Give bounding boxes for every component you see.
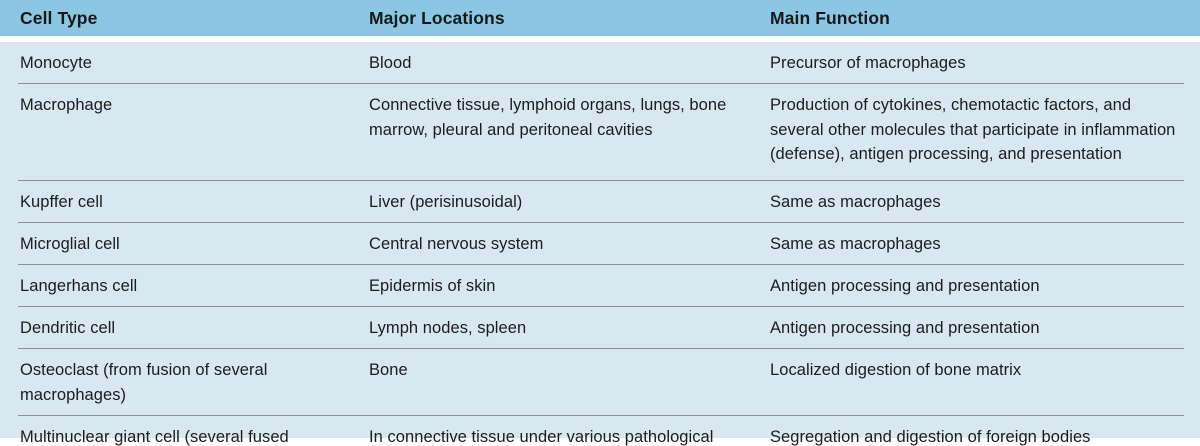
table-row: Langerhans cell Epidermis of skin Antige… (0, 265, 1200, 307)
row-separator (18, 306, 1184, 307)
table-cell-cell-type: Multinuclear giant cell (several fused m… (20, 428, 289, 446)
column-header-cell-type: Cell Type (20, 8, 98, 28)
table-cell-major-locations: Blood (369, 54, 412, 72)
table-cell-main-function: Antigen processing and presentation (770, 319, 1040, 337)
column-header-main-function: Main Function (770, 8, 890, 28)
table-cell-cell-type: Kupffer cell (20, 193, 103, 211)
table-cell-main-function: Localized digestion of bone matrix (770, 361, 1022, 379)
table-cell-main-function: Production of cytokines, chemotactic fac… (770, 96, 1176, 163)
table-cell-cell-type: Dendritic cell (20, 319, 116, 337)
table-row: Dendritic cell Lymph nodes, spleen Antig… (0, 307, 1200, 349)
column-header-major-locations: Major Locations (369, 8, 505, 28)
table-cell-major-locations: Epidermis of skin (369, 277, 496, 295)
table-cell-main-function: Same as macrophages (770, 193, 941, 211)
table-cell-main-function: Antigen processing and presentation (770, 277, 1040, 295)
table-cell-cell-type: Macrophage (20, 96, 113, 114)
table-row: Osteoclast (from fusion of several macro… (0, 349, 1200, 416)
table-cell-cell-type: Monocyte (20, 54, 92, 72)
table-row: Kupffer cell Liver (perisinusoidal) Same… (0, 181, 1200, 223)
table-cell-main-function: Segregation and digestion of foreign bod… (770, 428, 1091, 446)
table-row: Multinuclear giant cell (several fused m… (0, 416, 1200, 446)
table-cell-cell-type: Microglial cell (20, 235, 120, 253)
table-cell-main-function: Same as macrophages (770, 235, 941, 253)
row-separator (18, 222, 1184, 223)
table-header-row: Cell Type Major Locations Main Function (0, 0, 1200, 36)
row-separator (18, 180, 1184, 181)
table-cell-cell-type: Langerhans cell (20, 277, 138, 295)
table-cell-major-locations: Bone (369, 361, 408, 379)
table-cell-major-locations: Lymph nodes, spleen (369, 319, 527, 337)
table-cell-major-locations: Liver (perisinusoidal) (369, 193, 523, 211)
table-cell-cell-type: Osteoclast (from fusion of several macro… (20, 361, 268, 404)
table-row: Microglial cell Central nervous system S… (0, 223, 1200, 265)
table-cell-major-locations: Connective tissue, lymphoid organs, lung… (369, 96, 727, 139)
row-separator (18, 348, 1184, 349)
table-cell-major-locations: Central nervous system (369, 235, 544, 253)
row-separator (18, 415, 1184, 416)
row-separator (18, 264, 1184, 265)
table-row: Macrophage Connective tissue, lymphoid o… (0, 84, 1200, 181)
table-row: Monocyte Blood Precursor of macrophages (0, 42, 1200, 84)
table-cell-main-function: Precursor of macrophages (770, 54, 966, 72)
row-separator (18, 83, 1184, 84)
table-cell-major-locations: In connective tissue under various patho… (369, 428, 714, 446)
table-body: Monocyte Blood Precursor of macrophages … (0, 42, 1200, 446)
